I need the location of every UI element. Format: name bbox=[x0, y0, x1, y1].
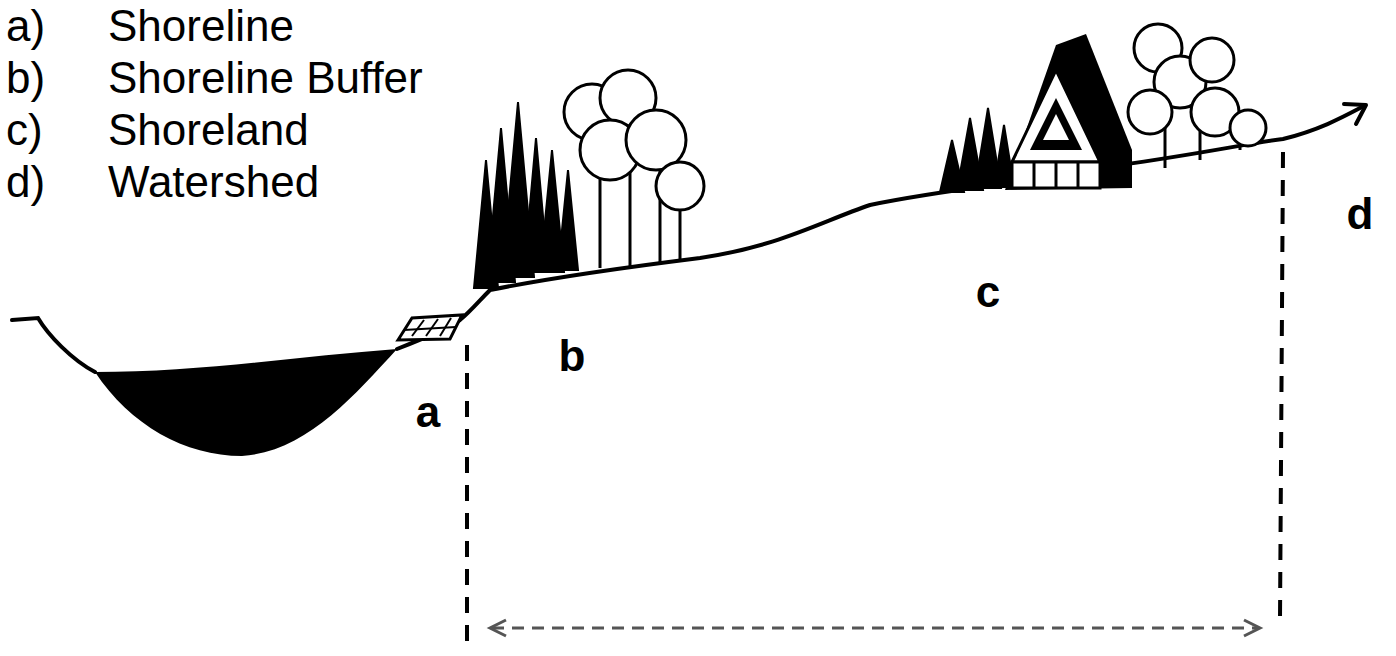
callout-letter: c bbox=[976, 270, 1000, 314]
lake-water bbox=[95, 349, 397, 456]
legend-letter: c) bbox=[6, 108, 43, 152]
legend-term: Shoreline Buffer bbox=[108, 56, 423, 100]
deciduous-trees bbox=[1128, 24, 1266, 168]
legend-term: Watershed bbox=[108, 160, 319, 204]
extent-dashed-arrow bbox=[492, 627, 1258, 630]
boundary-dashed-line bbox=[465, 345, 469, 652]
ground-profile bbox=[12, 106, 1364, 372]
arrowhead bbox=[1244, 620, 1260, 636]
dock bbox=[398, 315, 462, 340]
legend-term: Shoreline bbox=[108, 4, 294, 48]
callout-letter: a bbox=[416, 390, 440, 434]
legend-term: Shoreland bbox=[108, 108, 309, 152]
conifer-trees bbox=[474, 102, 578, 288]
arrowhead bbox=[490, 620, 506, 636]
legend-letter: b) bbox=[6, 56, 45, 100]
boundary-dashed-line bbox=[1280, 152, 1283, 620]
legend-letter: d) bbox=[6, 160, 45, 204]
a-frame-house bbox=[1005, 34, 1132, 190]
conifer-trees bbox=[940, 108, 1014, 192]
deciduous-trees bbox=[564, 70, 704, 268]
legend-letter: a) bbox=[6, 4, 45, 48]
callout-letter: d bbox=[1347, 192, 1374, 236]
callout-letter: b bbox=[559, 334, 586, 378]
watershed-arrowhead bbox=[1344, 104, 1366, 124]
